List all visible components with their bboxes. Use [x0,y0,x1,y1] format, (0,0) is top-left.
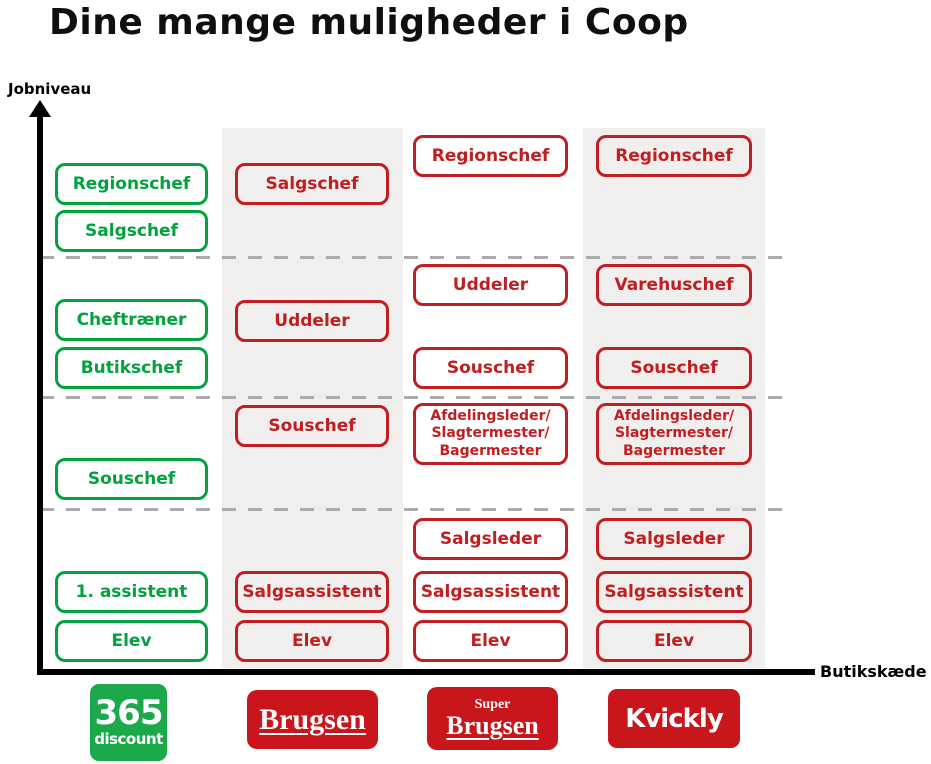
level-divider-3 [40,508,790,511]
logo-brugsen-text: Brugsen [259,702,366,736]
job-box-label-line: Slagtermester/ [431,425,550,442]
job-box-label-line: Salgsassistent [420,581,561,602]
job-box-label-line: Elev [653,630,695,651]
job-box-label-line: Butikschef [80,357,183,378]
job-box-label-line: Varehuschef [614,274,734,295]
job-box-label-line: Souschef [446,357,535,378]
y-axis-line [37,114,43,675]
job-box-kvickly-souschef: Souschef [596,347,752,389]
job-box-label-line: Elev [470,630,511,651]
job-box-brugsen-salgsassistent: Salgsassistent [235,571,389,613]
arrow-up-icon [29,100,51,117]
job-box-label-line: Slagtermester/ [614,425,734,442]
job-box-365discount-salgschef: Salgschef [55,210,208,252]
level-divider-1 [40,256,790,259]
job-box-label-line: Souschef [630,357,718,378]
job-box-label-line: Regionschef [72,173,191,194]
logo-superbrugsen-super: Super [474,697,511,712]
job-box-label-line: Afdelingsleder/ [430,408,551,425]
job-box-superbrugsen-souschef: Souschef [413,347,568,389]
job-box-label-line: Afdelingsleder/ [613,408,735,425]
job-box-label-line: Salgsleder [623,528,725,549]
job-box-label-line: Salgschef [265,173,359,194]
job-box-kvickly-salgsassistent: Salgsassistent [596,571,752,613]
y-axis-label: Jobniveau [8,80,92,98]
job-box-label-line: 1. assistent [75,581,188,602]
job-box-365discount-cheftr-ner: Cheftræner [55,299,208,341]
logo-365-word: discount [94,730,163,749]
logo-365-number: 365 [94,692,164,733]
job-box-365discount-butikschef: Butikschef [55,347,208,389]
job-box-label-line: Regionschef [431,145,550,166]
job-box-365discount-regionschef: Regionschef [55,163,208,205]
job-box-brugsen-uddeler: Uddeler [235,300,389,342]
job-box-label-line: Uddeler [452,274,529,295]
job-box-label-line: Bagermester [622,442,726,459]
job-box-kvickly-regionschef: Regionschef [596,135,752,177]
logo-kvickly: Kvickly [608,689,740,748]
job-box-label-line: Salgschef [85,220,178,241]
job-box-label-line: Elev [291,630,333,651]
job-box-label-line: Cheftræner [76,309,187,330]
job-box-brugsen-souschef: Souschef [235,405,389,447]
level-divider-2 [40,396,790,399]
job-box-365discount-elev: Elev [55,620,208,662]
job-box-label-line: Uddeler [274,310,350,331]
job-box-brugsen-salgschef: Salgschef [235,163,389,205]
job-box-label-line: Salgsassistent [242,581,382,602]
job-box-label-line: Elev [111,630,152,651]
job-box-label-line: Souschef [87,468,176,489]
logo-brugsen: Brugsen [247,690,378,749]
logo-365discount: 365 discount [90,684,167,761]
job-box-label-line: Salgsleder [439,528,542,549]
job-box-365discount-1-assistent: 1. assistent [55,571,208,613]
job-box-superbrugsen-uddeler: Uddeler [413,264,568,306]
x-axis-line [37,669,815,675]
job-box-kvickly-salgsleder: Salgsleder [596,518,752,560]
job-box-brugsen-elev: Elev [235,620,389,662]
job-box-kvickly-elev: Elev [596,620,752,662]
job-box-kvickly-varehuschef: Varehuschef [596,264,752,306]
x-axis-label: Butikskæde [820,662,927,681]
job-box-kvickly-afdelingsleder-slagtermester-bagermester: Afdelingsleder/Slagtermester/Bagermester [596,403,752,465]
job-box-label-line: Souschef [268,415,356,436]
job-box-label-line: Regionschef [615,145,733,166]
job-box-superbrugsen-elev: Elev [413,620,568,662]
job-box-label-line: Salgsassistent [604,581,744,602]
logo-superbrugsen: Super Brugsen [427,687,558,750]
logo-superbrugsen-text: Brugsen [446,711,539,740]
page-title: Dine mange muligheder i Coop [49,2,689,43]
job-box-superbrugsen-afdelingsleder-slagtermester-bagermester: Afdelingsleder/Slagtermester/Bagermester [413,403,568,465]
job-box-365discount-souschef: Souschef [55,458,208,500]
job-box-superbrugsen-salgsleder: Salgsleder [413,518,568,560]
job-box-label-line: Bagermester [439,442,542,459]
job-box-superbrugsen-salgsassistent: Salgsassistent [413,571,568,613]
logo-kvickly-text: Kvickly [625,703,724,734]
job-box-superbrugsen-regionschef: Regionschef [413,135,568,177]
